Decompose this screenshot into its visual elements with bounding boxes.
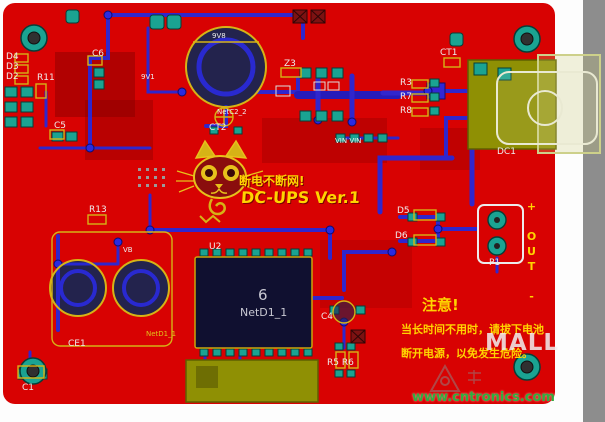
refdes-c1: C1 xyxy=(22,383,35,393)
dc-jack-outline xyxy=(496,71,598,145)
copper-traces xyxy=(28,13,499,370)
refdes-c6: C6 xyxy=(92,49,105,59)
warning-title: 注意! xyxy=(422,296,459,314)
watermark-url: www.cntronics.com xyxy=(412,390,555,405)
refdes-d4: D4 xyxy=(6,52,19,62)
watermark-brand: MALL xyxy=(485,330,559,356)
watermark-logo-icon xyxy=(429,363,481,392)
refdes-d2: D2 xyxy=(6,72,19,82)
refdes-ce1: CE1 xyxy=(68,339,86,349)
cat-logo-icon xyxy=(176,139,264,224)
via-grid xyxy=(138,168,165,187)
refdes-u2: U2 xyxy=(209,242,222,252)
net-label-netc2-2: NetC2_2 xyxy=(217,108,247,116)
bottom-silk-marks xyxy=(275,81,340,97)
refdes-r3: R3 xyxy=(400,78,412,88)
silkscreen xyxy=(14,26,598,379)
net-label-9v1: 9V1 xyxy=(141,73,155,81)
refdes-c5: C5 xyxy=(54,121,67,131)
refdes-r7: R7 xyxy=(400,92,412,102)
net-label-vb: VB xyxy=(123,246,133,254)
mounting-holes xyxy=(19,24,541,385)
warning-line-2: 断开电源，以免发生危险。 xyxy=(401,347,533,360)
refdes-r13: R13 xyxy=(89,205,107,215)
net-label-netd1-1: NetD1_1 xyxy=(146,330,177,338)
refdes-ct2: CT2 xyxy=(209,123,227,133)
solder-pads xyxy=(4,9,464,380)
product-title: DC-UPS Ver.1 xyxy=(240,188,361,207)
thermal-pads xyxy=(292,9,366,344)
refdes-d6: D6 xyxy=(395,231,408,241)
refdes-d3: D3 xyxy=(6,62,19,72)
refdes-r11: R11 xyxy=(37,73,55,83)
net-label-vin: VIN VIN xyxy=(335,137,362,145)
refdes-d5: D5 xyxy=(397,206,410,216)
ic-pin-number: 6 xyxy=(258,286,268,304)
output-polarity-label: + OUT - xyxy=(525,200,538,305)
slogan-text: 断电不断网! xyxy=(239,174,305,188)
output-connector xyxy=(477,204,524,264)
refdes-p1: P1 xyxy=(489,258,501,268)
warning-line-1: 当长时间不用时，请拔下电池 xyxy=(401,323,544,336)
net-label-9v8: 9V8 xyxy=(212,32,226,40)
refdes-c4: C4 xyxy=(321,312,334,322)
refdes-z3: Z3 xyxy=(284,59,296,69)
ic-net-name: NetD1_1 xyxy=(240,306,288,319)
refdes-r5r6: R5 R6 xyxy=(327,358,354,368)
refdes-dc1: DC1 xyxy=(497,147,516,157)
refdes-ct1: CT1 xyxy=(440,48,458,58)
refdes-r8: R8 xyxy=(400,106,412,116)
